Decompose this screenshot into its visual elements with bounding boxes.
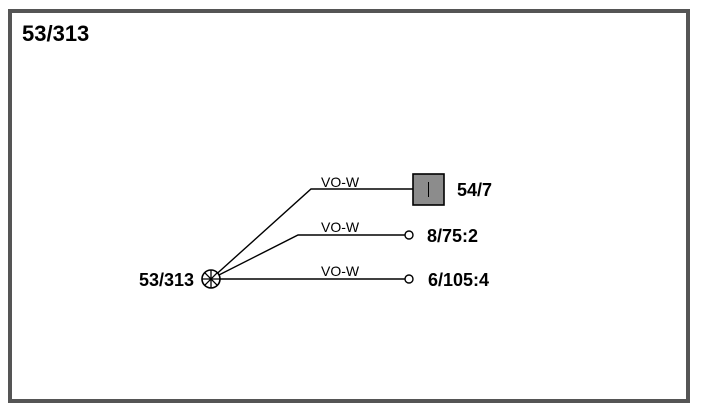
open-circle-terminal-icon — [404, 274, 414, 284]
open-circle-terminal-icon — [404, 230, 414, 240]
wire-to-54-7 — [210, 188, 413, 280]
diagram-title: 53/313 — [22, 21, 89, 46]
wire-label: VO-W — [321, 263, 360, 279]
wire-to-8-75-2 — [210, 234, 405, 280]
crossed-circle-node-icon — [201, 269, 221, 289]
source-node-label: 53/313 — [139, 270, 194, 290]
square-terminal-icon — [412, 173, 445, 206]
wire-label: VO-W — [321, 219, 360, 235]
target-label-54-7: 54/7 — [457, 180, 492, 200]
target-label-8-75-2: 8/75:2 — [427, 226, 478, 246]
wire-label: VO-W — [321, 174, 360, 190]
target-label-6-105-4: 6/105:4 — [428, 270, 489, 290]
diagram-frame — [8, 9, 690, 403]
